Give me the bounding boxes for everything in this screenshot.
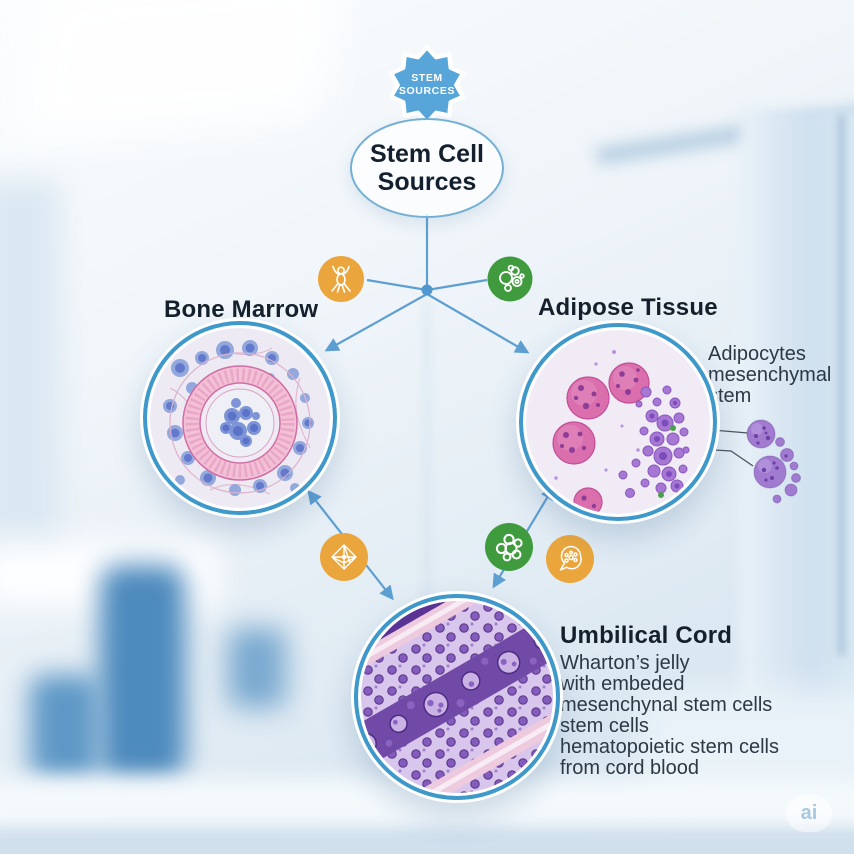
background-shape	[0, 828, 854, 854]
chat-cell-icon	[546, 535, 594, 583]
badge-label: STEM SOURCES	[398, 71, 456, 97]
cell-group-icon	[485, 523, 533, 571]
adipose-annotation: Adipocytes mesenchymal stem	[708, 343, 832, 407]
background-shape	[740, 110, 854, 710]
umbilical-description: Wharton’s jelly with embeded mesenchynal…	[560, 652, 779, 779]
adipose-tissue-label: Adipose Tissue	[538, 294, 718, 321]
background-shape	[30, 675, 100, 780]
connector-node-to-right-icon	[426, 278, 488, 292]
background-shape	[838, 115, 845, 655]
connector-node-to-left-icon	[366, 278, 428, 292]
root-node: Stem Cell Sources	[350, 118, 504, 218]
umbilical-cord-label: Umbilical Cord	[560, 622, 733, 649]
background-shape	[17, 0, 343, 141]
stem-cell-callout	[746, 419, 801, 504]
geometry-icon	[320, 533, 368, 581]
umbilical-cord-image	[351, 591, 563, 803]
background-shape	[595, 103, 854, 165]
cell-cluster-icon	[487, 256, 533, 302]
adipose-tissue-image	[516, 320, 720, 524]
background-shape	[100, 565, 185, 780]
background-shape	[425, 300, 429, 610]
human-figure-icon	[318, 256, 364, 302]
branch-node-dot	[421, 284, 433, 296]
bone-marrow-image	[140, 318, 340, 518]
background-shape	[0, 180, 60, 600]
ai-watermark: ai	[786, 795, 832, 832]
background-shape	[228, 628, 286, 708]
background-shape	[0, 540, 220, 610]
